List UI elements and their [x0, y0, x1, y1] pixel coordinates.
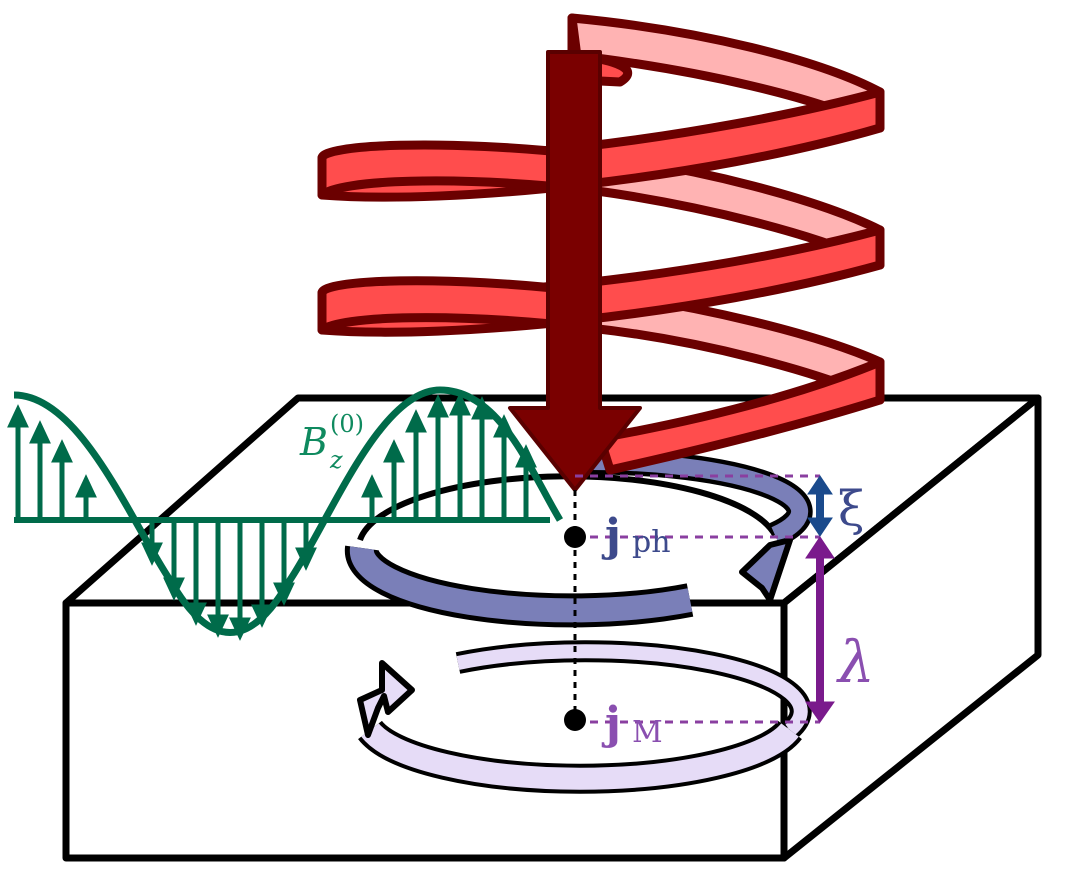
dashed-guides [575, 474, 820, 724]
b-field-label: B [299, 420, 328, 464]
lambda-arrow-icon [805, 536, 835, 723]
b-field-down-arrows [141, 520, 317, 641]
xi-arrow-icon [807, 475, 833, 537]
down-arrow-icon [508, 50, 642, 492]
b-field-wave [7, 386, 564, 641]
j-ph-ring-arrowhead [739, 537, 793, 603]
lambda-label: λ [836, 628, 875, 696]
j-ph-sub-label: ph [632, 525, 671, 560]
j-m-ring-arrowhead [357, 660, 415, 738]
j-m-sub-label: M [632, 715, 663, 750]
b-field-sub-label: z [329, 446, 343, 474]
slab-front-face [62, 599, 788, 862]
j-ph-label: j [601, 510, 621, 561]
j-ph-point [564, 526, 586, 548]
b-field-up-arrows [7, 392, 537, 520]
j-m-point [564, 709, 586, 731]
b-field-sup-label: (0) [330, 410, 364, 438]
j-m-label: j [601, 698, 621, 749]
xi-label: ξ [838, 481, 864, 537]
j-m-ring [357, 640, 812, 794]
j-ph-ring-back [357, 473, 778, 541]
